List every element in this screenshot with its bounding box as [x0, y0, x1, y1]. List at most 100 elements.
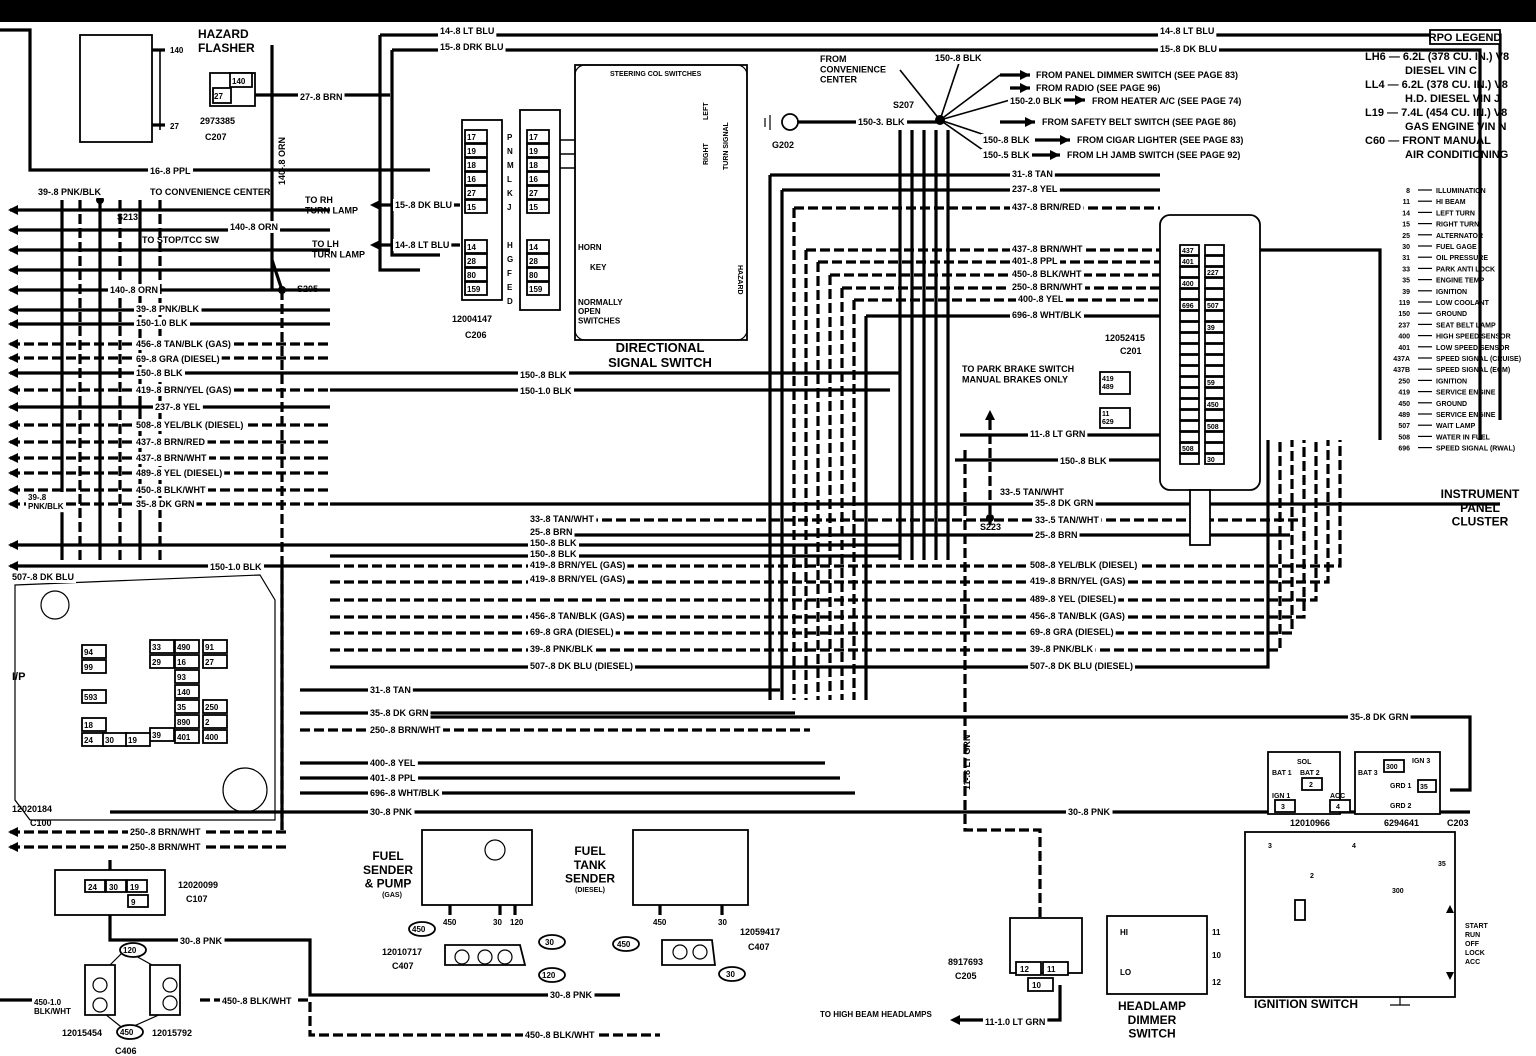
c205-pin: [1027, 977, 1054, 992]
circuit-name: ALTERNATOR: [1436, 233, 1483, 240]
circuit-number: 8: [1406, 188, 1410, 195]
ip-label: I/P: [12, 671, 25, 683]
wire-label: 150-.8 BLK: [530, 549, 577, 559]
c406-pin-120: [119, 942, 147, 958]
wire-label-bg: [134, 303, 202, 315]
c107-pin: [127, 894, 149, 908]
label: 19: [529, 147, 538, 156]
splice-s213-label: S213: [117, 212, 138, 222]
arrow-right-icon: [1050, 150, 1060, 160]
cluster-pin-left: [1179, 398, 1200, 410]
wire-label-bg: [983, 1016, 1048, 1028]
wire-label-bg: [518, 369, 570, 381]
cluster-pin-right: [1204, 409, 1225, 421]
label: 450: [617, 940, 631, 949]
wire-diesel-row: [330, 440, 1318, 602]
wire-label: 150-2.0 BLK: [1010, 96, 1062, 106]
circuit-name: SPEED SIGNAL (ECM): [1436, 367, 1510, 374]
wire-label-bg: [1033, 514, 1102, 526]
wire-label: 30-.8 PNK: [1068, 807, 1111, 817]
wire-label: 140-.8 ORN: [230, 222, 278, 232]
label: LEFT: [703, 102, 710, 120]
wire-label: 150-.8 BLK: [935, 53, 982, 63]
ign-position-label: LOCK: [1465, 950, 1485, 957]
label: J: [507, 203, 511, 212]
wire-label-bg: [393, 239, 452, 251]
ip-connector-pin: [202, 639, 228, 654]
label: 12010717: [382, 947, 422, 957]
circuit-number: 450: [1398, 401, 1410, 408]
label: 15: [467, 203, 476, 212]
c407-gas-label: C407: [392, 961, 414, 971]
wire-label-bg: [228, 221, 281, 233]
c107-label: C107: [186, 894, 208, 904]
wire-label-bg: [1010, 243, 1086, 255]
ign-pin: [1329, 799, 1351, 813]
wire-label: 150-.8 BLK: [136, 368, 183, 378]
circuit-name: SEAT BELT LAMP: [1436, 322, 1496, 329]
label: 27: [214, 92, 223, 101]
circuit-name: ILLUMINATION: [1436, 188, 1486, 195]
c206-pin: [464, 171, 488, 186]
wire-label: 237-.8 YEL: [1012, 184, 1058, 194]
wire-label: 25-.8 BRN: [1035, 530, 1078, 540]
ip-connector-pin: [174, 684, 200, 699]
ign-position-label: OFF: [1465, 941, 1480, 948]
label: 140: [177, 688, 191, 697]
wire-label: 150-.8 BLK: [1060, 456, 1107, 466]
label: 400: [1182, 281, 1194, 288]
wire-label: 489-.8 YEL (DIESEL): [136, 468, 222, 478]
wire-label: 400-.8 YEL: [1018, 294, 1064, 304]
wire-label-bg: [528, 660, 636, 672]
c100-label: C100: [30, 818, 52, 828]
label: 3: [1281, 804, 1285, 811]
wire-label: 507-.8 DK BLU (DIESEL): [530, 661, 633, 671]
c407-pin: [692, 944, 708, 960]
wire-label-bg: [998, 486, 1067, 498]
label: IGN 3: [1412, 758, 1430, 765]
label: 94: [84, 648, 93, 657]
wire-label-bg: [1158, 25, 1217, 37]
label: 11: [1212, 928, 1221, 937]
wire-label-bg: [368, 724, 444, 736]
wire-label-bg: [1010, 201, 1084, 213]
arrow-up-icon: [985, 410, 995, 420]
cluster-pin-left: [1179, 442, 1200, 454]
label: 12004147: [452, 314, 492, 324]
wire-label: 400-.8 YEL: [370, 758, 416, 768]
wire-label-bg: [134, 467, 225, 479]
circuit-number: 400: [1398, 334, 1410, 341]
wire-label: 419-.8 BRN/YEL (GAS): [530, 574, 625, 584]
c206-pin: [464, 157, 488, 172]
circuit-number: 437A: [1393, 356, 1410, 363]
label: E: [507, 283, 513, 292]
wire-label-bg: [36, 186, 104, 198]
label: N: [507, 147, 513, 156]
label: 30: [718, 918, 727, 927]
label: TURN SIGNAL: [723, 121, 730, 170]
label: F: [507, 269, 512, 278]
label: 507: [1207, 303, 1219, 310]
ip-connector-pin: [149, 639, 175, 654]
circuit-number: 508: [1398, 434, 1410, 441]
label: 93: [177, 673, 186, 682]
wire-label-bg: [528, 526, 575, 538]
cluster-pin-left: [1179, 365, 1200, 377]
label: G: [507, 255, 513, 264]
c206-mate-pin: [526, 199, 550, 214]
ignition-switch-title: IGNITION SWITCH: [1254, 997, 1358, 1011]
wire-label: FROM RADIO (SEE PAGE 96): [1036, 83, 1160, 93]
label: 15: [529, 203, 538, 212]
cluster-pin-left: [1179, 244, 1200, 256]
label: 450: [412, 925, 426, 934]
wire-label: FROM SAFETY BELT SWITCH (SEE PAGE 86): [1042, 117, 1236, 127]
ip-connector-pin: [174, 654, 200, 669]
wire-label-bg: [1028, 593, 1119, 605]
arrow-left-icon: [370, 240, 380, 250]
wire-label: 39-.8 PNK/BLK: [530, 644, 594, 654]
wire-label: 39-.8 PNK/BLK: [1030, 644, 1094, 654]
circuit-name: FUEL GAGE: [1436, 244, 1477, 251]
label: 140: [232, 77, 246, 86]
